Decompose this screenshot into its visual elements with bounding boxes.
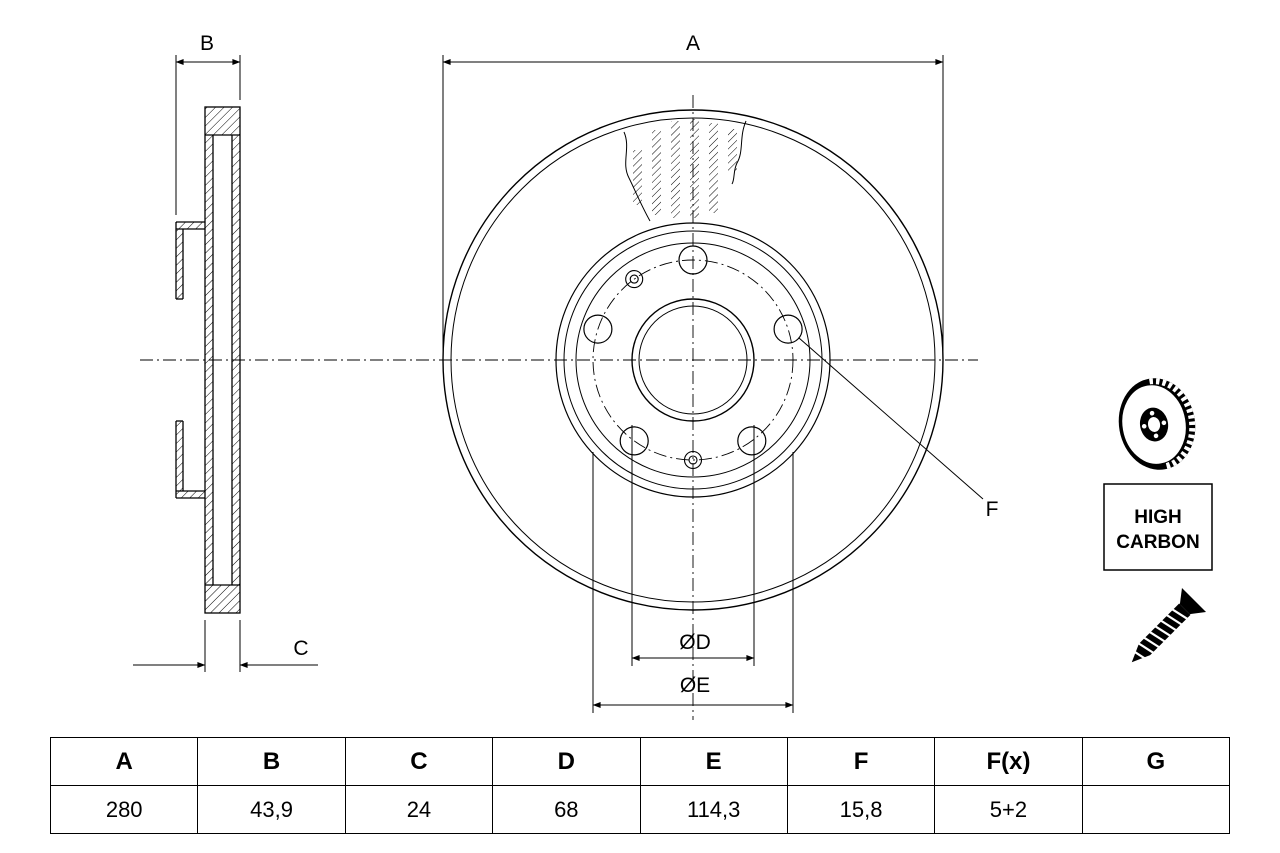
plate-hatch-right <box>232 135 240 585</box>
bolt-hole <box>737 426 767 456</box>
bolt-circle <box>592 259 794 461</box>
dimensions <box>133 55 984 713</box>
hat-step-circle <box>575 242 811 478</box>
col-header-d: D <box>492 737 641 786</box>
screw-icon <box>1131 587 1207 663</box>
label-diameter-d: ØD <box>679 631 711 654</box>
col-header-f: F <box>786 737 936 786</box>
dimension-e <box>592 452 794 713</box>
centerlines <box>140 95 978 720</box>
high-carbon-badge: HIGH CARBON <box>1103 483 1213 571</box>
vane-section <box>623 119 747 222</box>
value-g <box>1081 785 1231 834</box>
bolt-hole <box>583 314 613 344</box>
high-carbon-line1: HIGH <box>1134 507 1182 528</box>
front-view <box>442 109 944 611</box>
brake-disc-3d-icon <box>1118 378 1196 470</box>
col-header-c: C <box>344 737 494 786</box>
center-bore-chamfer <box>638 305 748 415</box>
outer-chamfer-circle <box>450 117 936 603</box>
value-b: 43,9 <box>197 785 346 834</box>
col-header-g: G <box>1081 737 1231 786</box>
dimension-c <box>133 620 318 672</box>
value-e: 114,3 <box>639 785 788 834</box>
hat-face-hatch-top <box>176 222 183 299</box>
label-f: F <box>986 498 999 521</box>
side-view <box>175 106 241 614</box>
col-header-a: A <box>49 737 199 786</box>
outer-diameter-circle <box>442 109 944 611</box>
value-f: 15,8 <box>786 785 936 834</box>
leader-line-f <box>798 337 984 500</box>
value-a: 280 <box>49 785 199 834</box>
label-diameter-e: ØE <box>680 674 710 697</box>
label-b: B <box>200 32 214 55</box>
hat-wall-hatch-bottom <box>183 491 205 498</box>
value-fx: 5+2 <box>934 785 1083 834</box>
brake-disc-drawing: A B C ØD ØE F HIGH CARBON <box>133 32 1213 720</box>
dimensions-table: A B C D E F F(x) G 280 43,9 24 68 114,3 … <box>49 737 1231 834</box>
set-screw-hole <box>625 270 644 289</box>
set-screw-hole <box>688 455 698 465</box>
hat-wall-hatch-top <box>183 222 205 229</box>
value-c: 24 <box>344 785 494 834</box>
hat-section <box>175 221 205 499</box>
dimension-a <box>442 55 944 352</box>
col-header-b: B <box>197 737 346 786</box>
col-header-fx: F(x) <box>934 737 1083 786</box>
label-c: C <box>293 637 308 660</box>
friction-ring-outline <box>204 106 241 614</box>
dimension-d <box>631 425 755 666</box>
value-d: 68 <box>492 785 641 834</box>
center-bore-circle <box>631 298 755 422</box>
dimension-b <box>175 55 241 215</box>
vane-hatch-top <box>205 107 240 135</box>
set-screw-hole <box>629 274 639 284</box>
vane-hatch-bottom <box>205 585 240 613</box>
hat-outer-circle <box>555 222 831 498</box>
hat-chamfer-circle <box>563 230 823 490</box>
col-header-e: E <box>639 737 788 786</box>
break-line-left <box>623 131 651 222</box>
break-line-right <box>731 120 747 185</box>
bolt-hole <box>619 426 649 456</box>
bolt-holes <box>583 245 803 456</box>
set-screw-hole <box>683 450 703 470</box>
hat-face-hatch-bottom <box>176 421 183 498</box>
high-carbon-line2: CARBON <box>1116 532 1199 553</box>
table-header-row: A B C D E F F(x) G <box>49 737 1231 786</box>
set-screw-holes <box>625 270 703 470</box>
bolt-hole <box>773 314 803 344</box>
dimension-labels: A B C ØD ØE F <box>200 32 998 697</box>
bolt-hole <box>678 245 708 275</box>
table-value-row: 280 43,9 24 68 114,3 15,8 5+2 <box>49 785 1231 834</box>
plate-hatch-left <box>205 135 213 585</box>
label-a: A <box>686 32 700 55</box>
